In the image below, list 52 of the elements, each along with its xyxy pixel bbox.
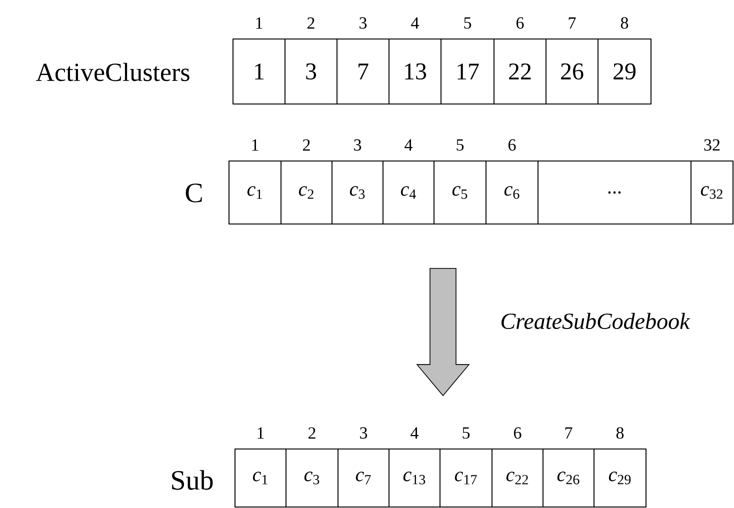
index-number: 6 xyxy=(516,17,524,29)
index-number: 2 xyxy=(303,139,310,151)
block-arrow xyxy=(416,268,470,396)
array-cell: ... xyxy=(538,160,692,224)
index-number: 8 xyxy=(616,427,624,439)
array-name: ActiveClusters xyxy=(36,62,190,82)
index-number: 7 xyxy=(565,427,572,439)
index-number: 1 xyxy=(252,139,258,151)
index-number: 32 xyxy=(704,139,720,151)
array-cell: 3 xyxy=(284,38,338,104)
array-cell: c$_{1}$ xyxy=(228,160,282,224)
index-number: 6 xyxy=(508,139,516,151)
index-number: 2 xyxy=(308,427,316,439)
array-cell: c$_{29}$ xyxy=(594,448,646,508)
edge-label: CreateSubCodebook xyxy=(499,312,691,330)
array-cell: c$_{17}$ xyxy=(440,448,492,508)
array-cell: c$_{1}$ xyxy=(234,448,286,508)
array-cell: c$_{13}$ xyxy=(388,448,440,508)
array-cell: c$_{7}$ xyxy=(338,448,390,508)
array-cell: 26 xyxy=(546,38,598,104)
index-number: 5 xyxy=(462,427,470,439)
array-cell: c$_{3}$ xyxy=(332,160,384,224)
index-number: 1 xyxy=(256,17,262,29)
array-cell: c$_{6}$ xyxy=(486,160,538,224)
array-cell: 29 xyxy=(598,38,652,104)
index-number: 3 xyxy=(360,427,368,439)
array-cell: c$_{2}$ xyxy=(280,160,332,224)
index-number: 4 xyxy=(410,427,418,439)
array-cell: c$_{26}$ xyxy=(542,448,594,508)
index-number: 3 xyxy=(360,17,367,29)
index-number: 5 xyxy=(464,17,472,29)
array-cell: c$_{5}$ xyxy=(434,160,486,224)
index-number: 2 xyxy=(308,17,314,29)
index-number: 7 xyxy=(568,17,576,29)
array-cell: 7 xyxy=(336,38,390,104)
array-name: C xyxy=(186,184,202,202)
index-number: 8 xyxy=(620,17,628,29)
index-number: 5 xyxy=(456,139,464,151)
index-number: 1 xyxy=(258,427,264,439)
array-cell: 13 xyxy=(388,38,442,104)
index-number: 4 xyxy=(404,139,412,151)
array-cell: 1 xyxy=(232,38,286,104)
array-cell: 17 xyxy=(440,38,494,104)
array-cell: 22 xyxy=(494,38,546,104)
array-cell: c$_{4}$ xyxy=(382,160,434,224)
array-cell: c$_{32}$ xyxy=(690,160,734,224)
array-cell: c$_{22}$ xyxy=(492,448,544,508)
index-number: 3 xyxy=(354,139,362,151)
index-number: 6 xyxy=(514,427,522,439)
array-cell: c$_{3}$ xyxy=(286,448,338,508)
array-name: Sub xyxy=(172,470,213,490)
index-number: 4 xyxy=(411,17,419,29)
